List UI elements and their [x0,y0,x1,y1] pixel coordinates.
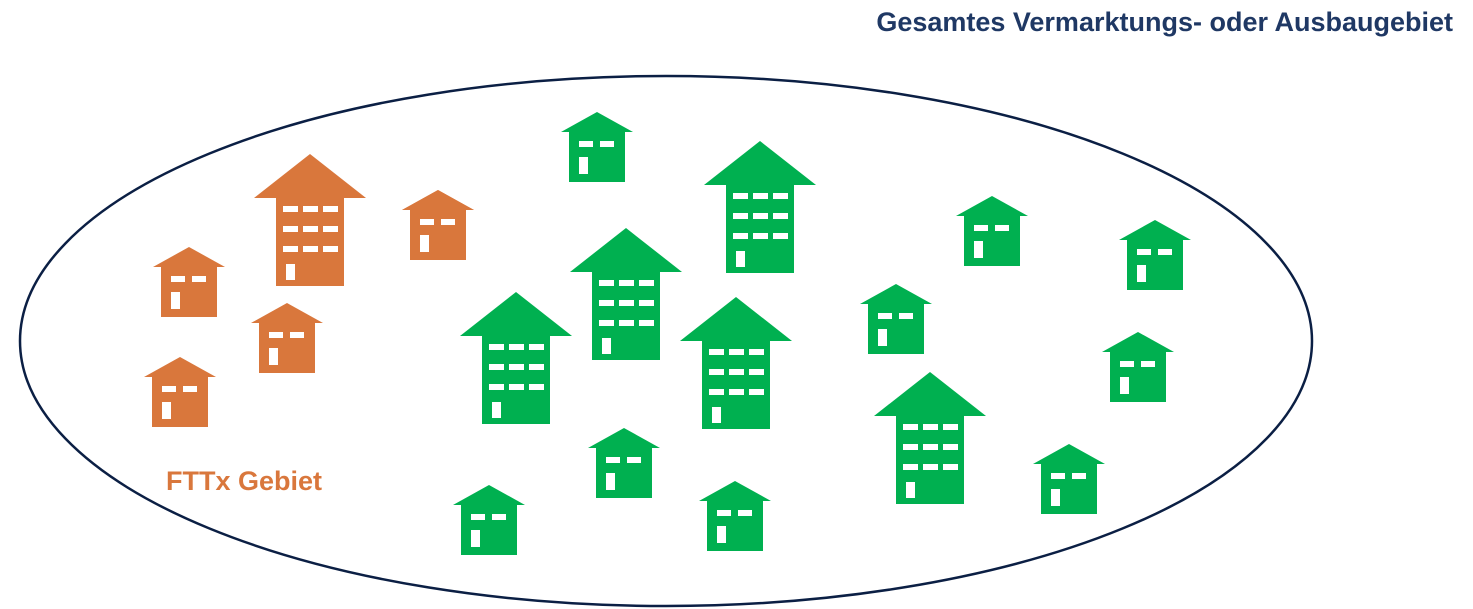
marketing-area-ellipse [18,74,1314,608]
houses-layer [144,112,1191,555]
fttx-house-icon [144,357,216,427]
house-icon [699,481,771,551]
fttx-house-icon [251,303,323,373]
apartment-building-icon [704,141,816,273]
house-icon [1119,220,1191,290]
house-icon [860,284,932,354]
fttx-house-icon [153,247,225,317]
house-icon [1033,444,1105,514]
house-icon [561,112,633,182]
apartment-building-icon [460,292,572,424]
house-icon [588,428,660,498]
apartment-building-icon [680,297,792,429]
fttx-house-icon [402,190,474,260]
fttx-area-label: FTTx Gebiet [166,466,323,496]
page-title: Gesamtes Vermarktungs- oder Ausbaugebiet [876,7,1453,37]
house-icon [1102,332,1174,402]
house-icon [453,485,525,555]
apartment-building-icon [874,372,986,504]
fttx-apartment-building-icon [254,154,366,286]
apartment-building-icon [570,228,682,360]
house-icon [956,196,1028,266]
